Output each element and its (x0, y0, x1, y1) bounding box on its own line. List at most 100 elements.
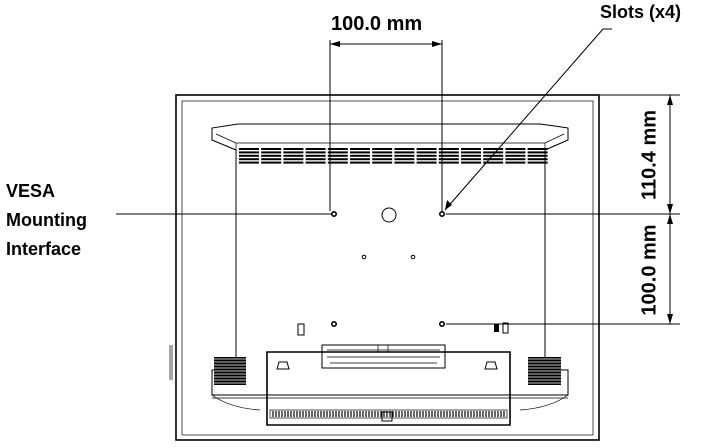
vent-slot (505, 154, 526, 157)
vent-slot (461, 148, 481, 150)
vesa-slot-bottom-left (330, 320, 337, 327)
vent-slot (416, 148, 437, 150)
dim-right-arrow-2 (667, 204, 673, 214)
vent-slot (461, 154, 481, 157)
port-left (494, 324, 499, 332)
speaker-grille-lines (214, 358, 561, 384)
vent-slot (305, 161, 326, 164)
vent-slot (372, 148, 393, 150)
vesa-slot-top-right (438, 211, 445, 218)
stand-vent-lines (272, 411, 505, 417)
stand-hinge (321, 344, 446, 369)
vent-slot (394, 148, 415, 150)
vesa-label-line1: VESA (6, 181, 56, 201)
vent-grille (239, 148, 548, 164)
vent-slot (327, 158, 348, 161)
vesa-slot-bottom-right (438, 320, 445, 327)
vent-slot (527, 148, 548, 150)
hinge-details (327, 349, 440, 364)
vent-slot (327, 151, 348, 154)
dim-right-arrow-1 (667, 95, 673, 105)
vent-slot (261, 158, 282, 161)
dim-right-arrow-4 (667, 314, 673, 324)
slots-label: Slots (x4) (600, 2, 682, 22)
vent-slot (505, 158, 526, 161)
vent-slot (483, 161, 504, 164)
stand-vent-strip (269, 409, 508, 419)
top-dimension-label: 100.0 mm (331, 13, 423, 35)
panel-bottom-curves (211, 394, 569, 411)
vent-slot (527, 158, 548, 161)
port-right (502, 322, 509, 334)
vent-slot (372, 154, 393, 157)
vent-slot (394, 158, 415, 161)
vesa-label: VESA Mounting Interface (6, 177, 87, 264)
stand-connector (381, 411, 393, 422)
vent-slot (261, 154, 282, 157)
right-upper-dimension-label: 110.4 mm (638, 109, 661, 201)
vent-slot (438, 161, 459, 164)
top-bevel (215, 133, 565, 144)
center-hole (381, 207, 397, 223)
vent-slot (283, 161, 304, 164)
vent-slot (505, 148, 526, 150)
vent-slot (372, 158, 393, 161)
vent-slot (416, 154, 437, 157)
dim-top-arrow-left (330, 41, 340, 47)
vent-slot (505, 151, 526, 154)
vent-slot (461, 161, 481, 164)
vent-slot (505, 161, 526, 164)
vent-slot (527, 154, 548, 157)
vent-slot (305, 158, 326, 161)
vent-slot (350, 154, 370, 157)
vent-slot (350, 161, 370, 164)
vent-slot (239, 158, 259, 161)
vent-slot (283, 158, 304, 161)
lock-slot (297, 323, 305, 336)
slots-leader-line (444, 28, 604, 211)
vent-slot (438, 148, 459, 150)
vesa-label-line2: Mounting (6, 210, 87, 230)
vent-slot (416, 151, 437, 154)
vent-slot (283, 148, 304, 150)
vent-slot (239, 148, 259, 150)
vent-slot (483, 154, 504, 157)
vent-slot (350, 148, 370, 150)
vent-slot (416, 161, 437, 164)
vent-slot (372, 161, 393, 164)
back-panel-outline (211, 123, 569, 396)
vent-slot (438, 154, 459, 157)
vent-slot (461, 158, 481, 161)
vent-slot (438, 151, 459, 154)
dim-right-arrow-3 (667, 214, 673, 224)
dim-top-arrow-right (432, 41, 442, 47)
vent-slot (327, 154, 348, 157)
vesa-label-line3: Interface (6, 239, 82, 259)
vent-slot (305, 154, 326, 157)
right-lower-dimension-label: 100.0 mm (638, 224, 661, 316)
vent-slot (261, 151, 282, 154)
vent-slot (305, 151, 326, 154)
vent-slot (461, 151, 481, 154)
slots-leader-arrow (445, 200, 452, 210)
side-marks (169, 345, 173, 380)
vent-slot (416, 158, 437, 161)
vent-slot (283, 154, 304, 157)
vent-slot (350, 158, 370, 161)
vent-slot (239, 161, 259, 164)
monitor-outer-frame (175, 94, 600, 441)
vent-slot (394, 154, 415, 157)
vent-slot (483, 148, 504, 150)
vesa-slot-top-left (330, 211, 337, 218)
vent-slot (438, 158, 459, 161)
screw-hole-right (410, 254, 416, 260)
vent-slot (261, 148, 282, 150)
vent-slot (327, 148, 348, 150)
vent-slot (350, 151, 370, 154)
vent-slot (283, 151, 304, 154)
screw-hole-left (361, 254, 367, 260)
vent-slot (527, 161, 548, 164)
vent-slot (327, 161, 348, 164)
